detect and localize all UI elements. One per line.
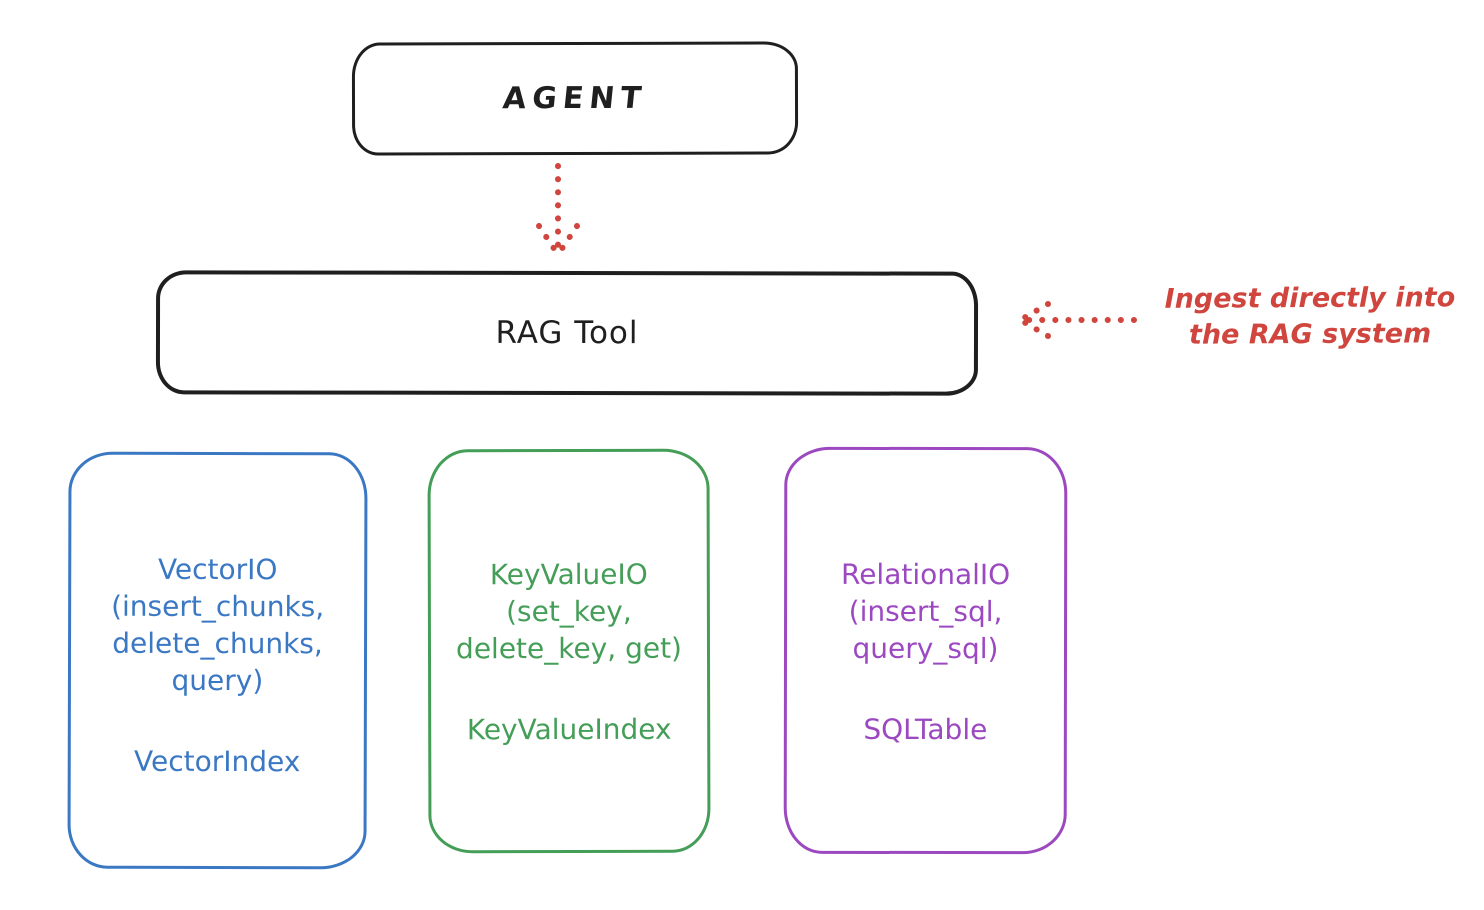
keyvalue-io-fn-line: delete_key, get) [455,631,683,666]
keyvalue-io-node: KeyValueIO (set_key, delete_key, get) Ke… [427,448,711,854]
vector-io-title: VectorIO [157,552,278,587]
relational-io-node: RelationalIO (insert_sql, query_sql) SQL… [783,446,1068,855]
ingest-annotation-line2: the RAG system [1188,318,1432,351]
keyvalue-index-label: KeyValueIndex [466,712,672,747]
vector-io-node: VectorIO (insert_chunks, delete_chunks, … [67,451,368,870]
keyvalue-io-title: KeyValueIO [489,557,648,592]
vector-io-fn-line: delete_chunks, [112,626,323,661]
agent-label: AGENT [501,80,649,117]
relational-io-fn-line: (insert_sql, [848,594,1003,629]
relational-io-fn-line: query_sql) [852,631,999,666]
dotted-left-arrow-icon [1019,301,1137,339]
vector-index-label: VectorIndex [134,744,301,779]
rag-tool-label: RAG Tool [495,314,639,352]
vector-io-fn-line: query) [171,663,264,698]
sql-table-label: SQLTable [863,712,988,747]
rag-tool-node: RAG Tool [155,270,979,396]
ingest-annotation-line1: Ingest directly into [1164,282,1456,315]
dotted-down-arrow-icon [536,163,580,256]
ingest-annotation: Ingest directly into the RAG system [1138,280,1482,354]
vector-io-fn-line: (insert_chunks, [111,589,325,624]
relational-io-title: RelationalIO [840,557,1011,592]
agent-node: AGENT [351,41,799,156]
keyvalue-io-fn-line: (set_key, [506,594,632,629]
